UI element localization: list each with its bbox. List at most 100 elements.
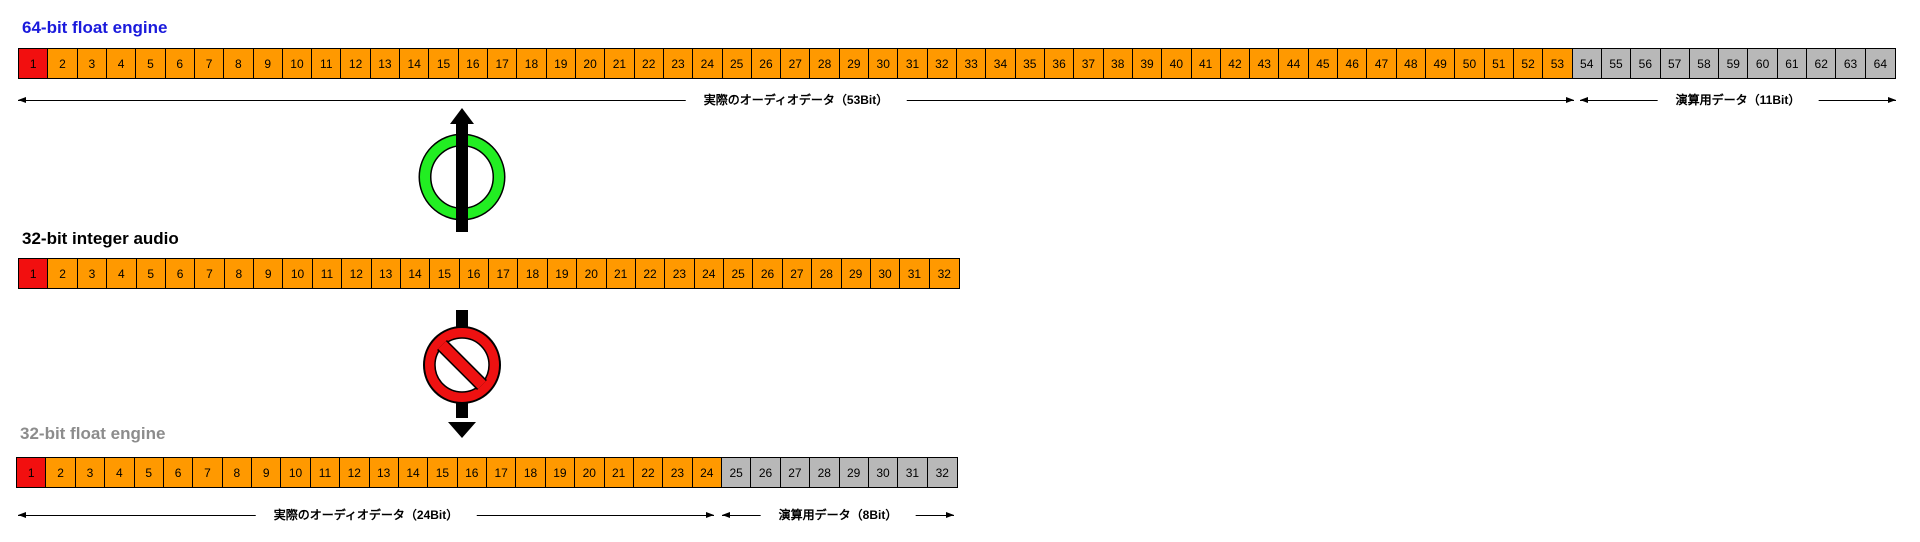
bit-cell: 17	[489, 259, 519, 288]
bit-cell: 23	[663, 49, 694, 78]
bit-cell: 8	[224, 49, 254, 78]
bit-cell: 16	[458, 49, 488, 78]
range-calc-8bit: 演算用データ（8Bit）	[722, 506, 954, 523]
bit-cell: 61	[1777, 49, 1808, 78]
bit-cell: 9	[253, 49, 283, 78]
bit-cell: 29	[839, 458, 869, 487]
bit-cell: 42	[1220, 49, 1251, 78]
bit-cell: 26	[751, 49, 782, 78]
bit-cell: 14	[400, 49, 430, 78]
bit-cell: 29	[839, 49, 870, 78]
bit-cell: 16	[459, 259, 489, 288]
bit-cell: 27	[780, 458, 811, 487]
bit-cell: 2	[46, 458, 76, 487]
bit-cell: 13	[369, 458, 399, 487]
bit-cell: 35	[1015, 49, 1045, 78]
bit-cell: 12	[340, 458, 370, 487]
bit-cell: 27	[781, 49, 811, 78]
bit-cell: 39	[1132, 49, 1163, 78]
bit-cell: 52	[1513, 49, 1544, 78]
bit-cell: 28	[810, 458, 840, 487]
bit-cell: 24	[692, 458, 722, 487]
bit-cell: 13	[370, 49, 401, 78]
calc-data-label-11bit: 演算用データ（11Bit）	[1657, 91, 1819, 108]
bit-cell: 38	[1103, 49, 1133, 78]
title-32bit-float: 32-bit float engine	[20, 424, 166, 443]
bit-cell: 36	[1044, 49, 1075, 78]
bit-cell: 8	[224, 259, 254, 288]
bit-cell: 20	[575, 49, 606, 78]
bit-cell: 15	[430, 259, 460, 288]
bit-cell: 3	[77, 49, 107, 78]
bit-cell: 64	[1865, 49, 1895, 78]
bit-cell: 30	[870, 259, 901, 288]
bit-cell: 21	[605, 49, 635, 78]
bit-cell: 15	[429, 49, 459, 78]
range-calc-11bit: 演算用データ（11Bit）	[1580, 91, 1896, 108]
bit-cell: 54	[1572, 49, 1602, 78]
bit-cell: 25	[724, 259, 754, 288]
bit-cell: 60	[1748, 49, 1778, 78]
bit-cell: 63	[1836, 49, 1866, 78]
bit-cell: 17	[487, 458, 517, 487]
bit-cell: 45	[1308, 49, 1339, 78]
bit-cell: 10	[282, 49, 313, 78]
range-audio-24bit: 実際のオーディオデータ（24Bit）	[18, 506, 714, 523]
bit-cell: 2	[48, 49, 78, 78]
audio-data-label-53bit: 実際のオーディオデータ（53Bit）	[685, 91, 907, 108]
bit-cell: 1	[17, 458, 47, 487]
bit-cell: 27	[782, 259, 813, 288]
bit-cell: 58	[1689, 49, 1720, 78]
bit-cell: 6	[165, 49, 195, 78]
bit-cell: 43	[1250, 49, 1280, 78]
bit-cell: 5	[134, 458, 164, 487]
bit-cell: 32	[927, 458, 957, 487]
bit-cell: 3	[75, 458, 106, 487]
bit-cell: 22	[635, 259, 666, 288]
bit-cell: 5	[136, 49, 166, 78]
bit-cell: 3	[77, 259, 108, 288]
calc-data-label-8bit: 演算用データ（8Bit）	[760, 506, 916, 523]
bit-cell: 1	[19, 49, 49, 78]
bit-cell: 10	[283, 259, 313, 288]
bit-cell: 44	[1279, 49, 1309, 78]
bit-cell: 19	[547, 259, 578, 288]
bit-cell: 32	[927, 49, 957, 78]
bit-cell: 11	[312, 49, 342, 78]
bit-cell: 57	[1660, 49, 1690, 78]
bit-cell: 29	[841, 259, 871, 288]
bit-cell: 25	[722, 49, 752, 78]
bit-cell: 7	[194, 49, 225, 78]
bit-cell: 12	[341, 49, 371, 78]
bit-cell: 13	[371, 259, 401, 288]
bit-cell: 25	[722, 458, 752, 487]
bit-cell: 9	[252, 458, 282, 487]
bit-cell: 37	[1074, 49, 1104, 78]
bit-cell: 50	[1455, 49, 1485, 78]
bit-cell: 23	[663, 458, 693, 487]
bit-cell: 28	[812, 259, 842, 288]
prohibited-icon	[423, 310, 501, 438]
bit-cell: 19	[545, 458, 576, 487]
range-audio-53bit: 実際のオーディオデータ（53Bit）	[18, 91, 1574, 108]
bit-cell: 53	[1543, 49, 1573, 78]
bit-cell: 23	[665, 259, 695, 288]
bit-cell: 15	[428, 458, 458, 487]
bit-cell: 20	[575, 458, 605, 487]
bit-cell: 46	[1338, 49, 1368, 78]
bit-cell: 10	[281, 458, 311, 487]
bit-cell: 31	[900, 259, 930, 288]
bit-cell: 6	[165, 259, 196, 288]
bit-cell: 18	[517, 49, 547, 78]
bit-cell: 56	[1631, 49, 1661, 78]
bit-cell: 40	[1162, 49, 1192, 78]
bit-cell: 21	[604, 458, 634, 487]
bit-cell: 48	[1396, 49, 1426, 78]
bit-cell: 34	[986, 49, 1016, 78]
bit-cell: 24	[694, 259, 724, 288]
bit-cell: 7	[193, 458, 223, 487]
bit-cell: 21	[606, 259, 636, 288]
